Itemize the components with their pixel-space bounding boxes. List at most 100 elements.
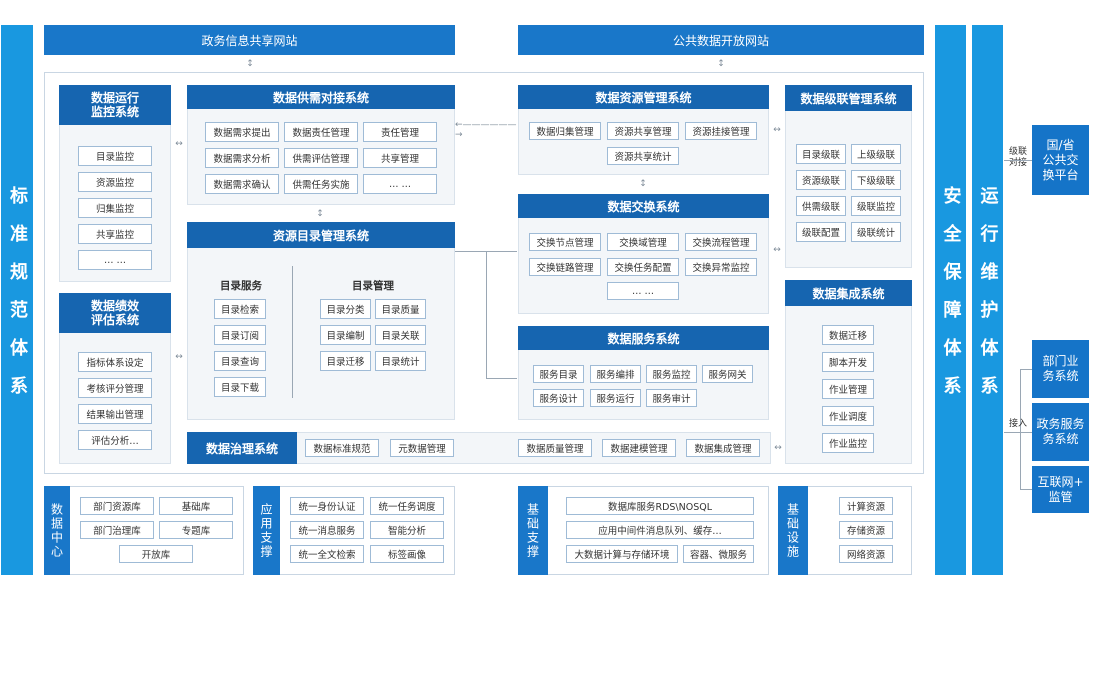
base-support-item: 容器、微服务 xyxy=(683,545,754,563)
app-support-item: 统一全文检索 xyxy=(290,545,364,563)
perf-item: 评估分析… xyxy=(78,430,152,450)
exchange-system-title: 数据交换系统 xyxy=(518,194,769,218)
public-data-open-site: 公共数据开放网站 xyxy=(518,25,924,55)
catalog-service-item: 目录检索 xyxy=(214,299,266,319)
arrow-exchange-cascade: ↔ xyxy=(773,245,781,255)
dept-business-system: 部门业 务系统 xyxy=(1032,340,1089,398)
catalog-service-item: 目录下载 xyxy=(214,377,266,397)
catalog-mgmt-item: 目录质量 xyxy=(375,299,426,319)
catalog-mgmt-item: 目录关联 xyxy=(375,325,426,345)
gov-info-share-site: 政务信息共享网站 xyxy=(44,25,455,55)
connector-national xyxy=(1004,160,1032,161)
supply-item: 数据需求分析 xyxy=(205,148,279,168)
service-item: 服务目录 xyxy=(533,365,584,383)
gov-service-system: 政务服务 务系统 xyxy=(1032,403,1089,461)
catalog-mgmt-item: 目录分类 xyxy=(320,299,371,319)
monitor-item: 归集监控 xyxy=(78,198,152,218)
datacenter-item: 部门治理库 xyxy=(80,521,154,539)
monitor-item: … … xyxy=(78,250,152,270)
catalog-divider xyxy=(292,266,293,398)
datacenter-item: 基础库 xyxy=(159,497,233,515)
security-system-bar: 安全保障体系 xyxy=(935,25,966,575)
integration-item: 作业管理 xyxy=(822,379,874,399)
cascade-system-title: 数据级联管理系统 xyxy=(785,85,912,111)
arrow-monitor-supply: ↔ xyxy=(175,139,183,149)
security-system-label: 安全保障体系 xyxy=(940,186,962,414)
service-item: 服务审计 xyxy=(646,389,697,407)
arrow-resource-exchange: ↕ xyxy=(639,179,647,189)
arrow-governance-integration: ↔ xyxy=(774,443,782,453)
cascade-item: 资源级联 xyxy=(796,170,846,190)
catalog-service-item: 目录订阅 xyxy=(214,325,266,345)
cascade-grid: 目录级联 上级级联 资源级联 下级级联 供需级联 级联监控 级联配置 级联统计 xyxy=(796,144,901,242)
integration-item: 脚本开发 xyxy=(822,352,874,372)
ops-system-bar: 运行维护体系 xyxy=(972,25,1003,575)
catalog-service-item: 目录查询 xyxy=(214,351,266,371)
infra-title-bar: 基础设施 xyxy=(778,486,808,575)
exchange-item: 交换节点管理 xyxy=(529,233,601,251)
cascade-item: 目录级联 xyxy=(796,144,846,164)
arrow-top-right: ↕ xyxy=(717,59,725,69)
integration-item: 数据迁移 xyxy=(822,325,874,345)
catalog-mgmt-title: 目录管理 xyxy=(352,279,394,292)
standards-system-bar: 标准规范体系 xyxy=(1,25,33,575)
ops-system-label: 运行维护体系 xyxy=(977,186,999,414)
governance-item: 数据标准规范 xyxy=(305,439,379,457)
app-support-item: 标签画像 xyxy=(370,545,444,563)
catalog-service-items: 目录检索 目录订阅 目录查询 目录下载 xyxy=(214,299,266,397)
resource-system-title: 数据资源管理系统 xyxy=(518,85,769,109)
datacenter-item: 部门资源库 xyxy=(80,497,154,515)
cascade-item: 供需级联 xyxy=(796,196,846,216)
monitor-system-title: 数据运行 监控系统 xyxy=(59,85,171,125)
cascade-item: 下级级联 xyxy=(851,170,901,190)
infra-title: 基础设施 xyxy=(785,502,800,559)
supply-item: 数据需求提出 xyxy=(205,122,279,142)
perf-system-title: 数据绩效 评估系统 xyxy=(59,293,171,333)
connector-catalog-service xyxy=(486,251,487,379)
base-support-item: 应用中间件消息队列、缓存… xyxy=(566,521,754,539)
national-exchange-platform: 国/省 公共交 换平台 xyxy=(1032,125,1089,195)
monitor-items: 目录监控 资源监控 归集监控 共享监控 … … xyxy=(78,146,152,270)
cascade-item: 级联统计 xyxy=(851,222,901,242)
base-support-item: 数据库服务RDS\NOSQL xyxy=(566,497,754,515)
supply-item: 数据责任管理 xyxy=(284,122,358,142)
base-support-item: 大数据计算与存储环境 xyxy=(566,545,678,563)
catalog-mgmt-item: 目录统计 xyxy=(375,351,426,371)
base-support-title: 基础支撑 xyxy=(525,502,540,559)
governance-item: 数据建模管理 xyxy=(602,439,676,457)
supply-item: 共享管理 xyxy=(363,148,437,168)
infra-item: 网络资源 xyxy=(839,545,893,563)
base-support-title-bar: 基础支撑 xyxy=(518,486,548,575)
service-item: 服务运行 xyxy=(590,389,641,407)
infra-item: 存储资源 xyxy=(839,521,893,539)
connector-gov xyxy=(1004,432,1032,433)
integration-item: 作业调度 xyxy=(822,406,874,426)
catalog-mgmt-item: 目录编制 xyxy=(320,325,371,345)
perf-item: 考核评分管理 xyxy=(78,378,152,398)
integration-items: 数据迁移 脚本开发 作业管理 作业调度 作业监控 xyxy=(822,325,874,453)
cascade-link-label: 级联 对接 xyxy=(1008,147,1027,168)
catalog-mgmt-grid: 目录分类 目录质量 目录编制 目录关联 目录迁移 目录统计 xyxy=(320,299,426,371)
supply-grid: 数据需求提出 数据责任管理 责任管理 数据需求分析 供需评估管理 共享管理 数据… xyxy=(205,122,437,194)
monitor-item: 资源监控 xyxy=(78,172,152,192)
access-link-label: 接入 xyxy=(1008,418,1027,429)
perf-item: 结果输出管理 xyxy=(78,404,152,424)
cascade-item: 上级级联 xyxy=(851,144,901,164)
app-support-title-bar: 应用支撑 xyxy=(253,486,280,575)
resource-item: 资源共享管理 xyxy=(607,122,679,140)
resource-item: 资源挂接管理 xyxy=(685,122,757,140)
datacenter-title: 数据中心 xyxy=(49,502,64,559)
connector-dept xyxy=(1020,369,1032,370)
perf-item: 指标体系设定 xyxy=(78,352,152,372)
monitor-item: 共享监控 xyxy=(78,224,152,244)
catalog-system-title: 资源目录管理系统 xyxy=(187,222,455,248)
app-support-item: 统一任务调度 xyxy=(370,497,444,515)
exchange-item: … … xyxy=(607,282,679,300)
service-item: 服务编排 xyxy=(590,365,641,383)
supply-item: 责任管理 xyxy=(363,122,437,142)
connector-internet xyxy=(1020,489,1032,490)
standards-system-label: 标准规范体系 xyxy=(7,186,28,414)
arrow-supply-catalog: ↕ xyxy=(316,209,324,219)
exchange-item: 交换异常监控 xyxy=(685,258,757,276)
resource-item: 资源共享统计 xyxy=(607,147,679,165)
